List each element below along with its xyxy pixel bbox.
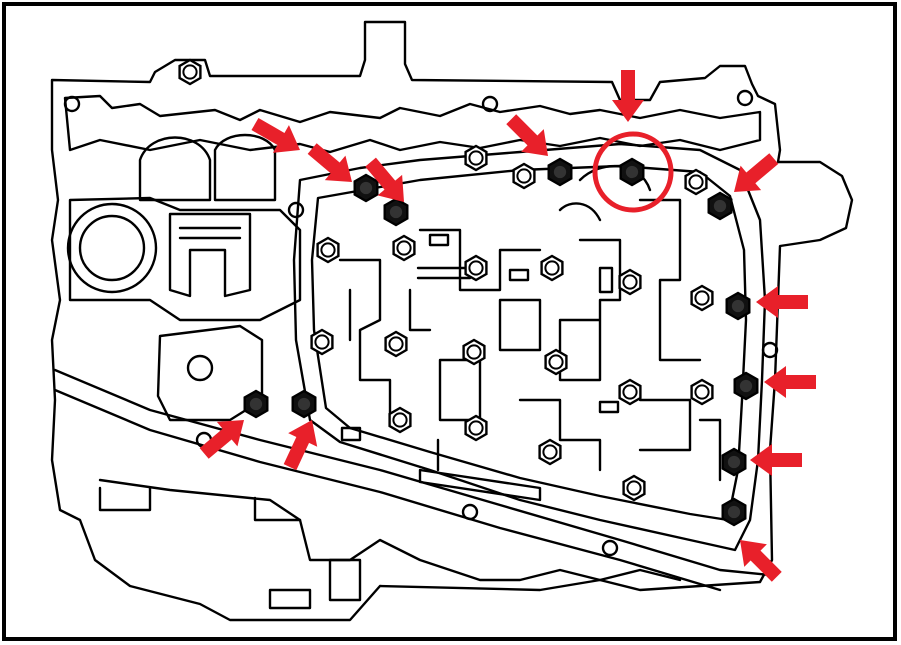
bolt-icon-core [544, 260, 560, 276]
flange-hole [63, 95, 81, 113]
bolt-icon-core [466, 344, 482, 360]
upper-left-boss-2 [213, 133, 277, 202]
bottom-pipe [418, 468, 542, 502]
flange-hole [461, 503, 479, 521]
red-arrow-icon [307, 143, 352, 182]
red-arrow-icon [750, 444, 802, 476]
target-bolt-icon-core [357, 179, 375, 197]
left-side-housing [68, 196, 302, 322]
bolt-icon-core [396, 240, 412, 256]
red-arrow-icon [283, 420, 318, 471]
target-bolt-icon-core [729, 297, 747, 315]
target-bolt-icon-core [711, 197, 729, 215]
lower-left-bracket-hole [186, 354, 214, 382]
target-bolt-icon-core [725, 453, 743, 471]
target-bolt-icon-core [247, 395, 265, 413]
bolt-icon-core [694, 384, 710, 400]
highlight-circle [592, 131, 674, 213]
bolt-icon-core [622, 384, 638, 400]
left-bracket-ribs [178, 226, 242, 240]
left-bore-outer [66, 202, 158, 294]
red-arrow-icon [764, 366, 816, 398]
red-arrow-icon [365, 157, 404, 202]
plain-bolts [178, 58, 714, 502]
bolt-icon-core [320, 242, 336, 258]
bolt-icon-core [468, 150, 484, 166]
bolt-icon-core [468, 260, 484, 276]
target-bolt-icon-core [551, 163, 569, 181]
target-bolt-icon-core [623, 163, 641, 181]
target-bolt-icon-core [725, 503, 743, 521]
valve-body-outline [292, 142, 767, 552]
flange-hole [481, 95, 499, 113]
bolt-icon-core [182, 64, 198, 80]
target-bolt-icon-core [387, 203, 405, 221]
bolt-icon-core [688, 174, 704, 190]
bolt-icon-core [516, 168, 532, 184]
red-arrow-icon [251, 117, 300, 153]
bolt-icon-core [388, 336, 404, 352]
red-arrow-icon [612, 70, 644, 122]
target-bolts [243, 157, 759, 527]
red-arrow-icon [506, 114, 548, 156]
bolt-icon-core [622, 274, 638, 290]
pan-feet [268, 558, 362, 610]
red-arrows [199, 70, 816, 582]
bolt-icon-core [468, 420, 484, 436]
flange-hole [287, 201, 305, 219]
pan-lugs [98, 486, 302, 522]
bolt-icon-core [626, 480, 642, 496]
target-bolt-icon-core [295, 395, 313, 413]
bolt-icon-core [314, 334, 330, 350]
flange-hole [736, 89, 754, 107]
target-bolt-icon-core [737, 377, 755, 395]
oil-pan-lower [98, 478, 682, 582]
flange-hole [601, 539, 619, 557]
bolt-icon-core [542, 444, 558, 460]
bolt-icon-core [694, 290, 710, 306]
bolt-icon-core [548, 354, 564, 370]
red-arrow-icon [199, 420, 244, 459]
red-arrow-icon [740, 540, 782, 582]
flange-hole [761, 341, 779, 359]
transmission-case-outline [50, 20, 854, 622]
valve-slots [340, 233, 620, 442]
lower-gasket-sweep [53, 368, 772, 592]
left-bracket [168, 212, 252, 298]
upper-left-boss [138, 136, 212, 202]
red-arrow-icon [734, 153, 779, 192]
red-arrow-icon [756, 286, 808, 318]
bolt-icon-core [392, 412, 408, 428]
left-bore-inner [78, 214, 146, 282]
